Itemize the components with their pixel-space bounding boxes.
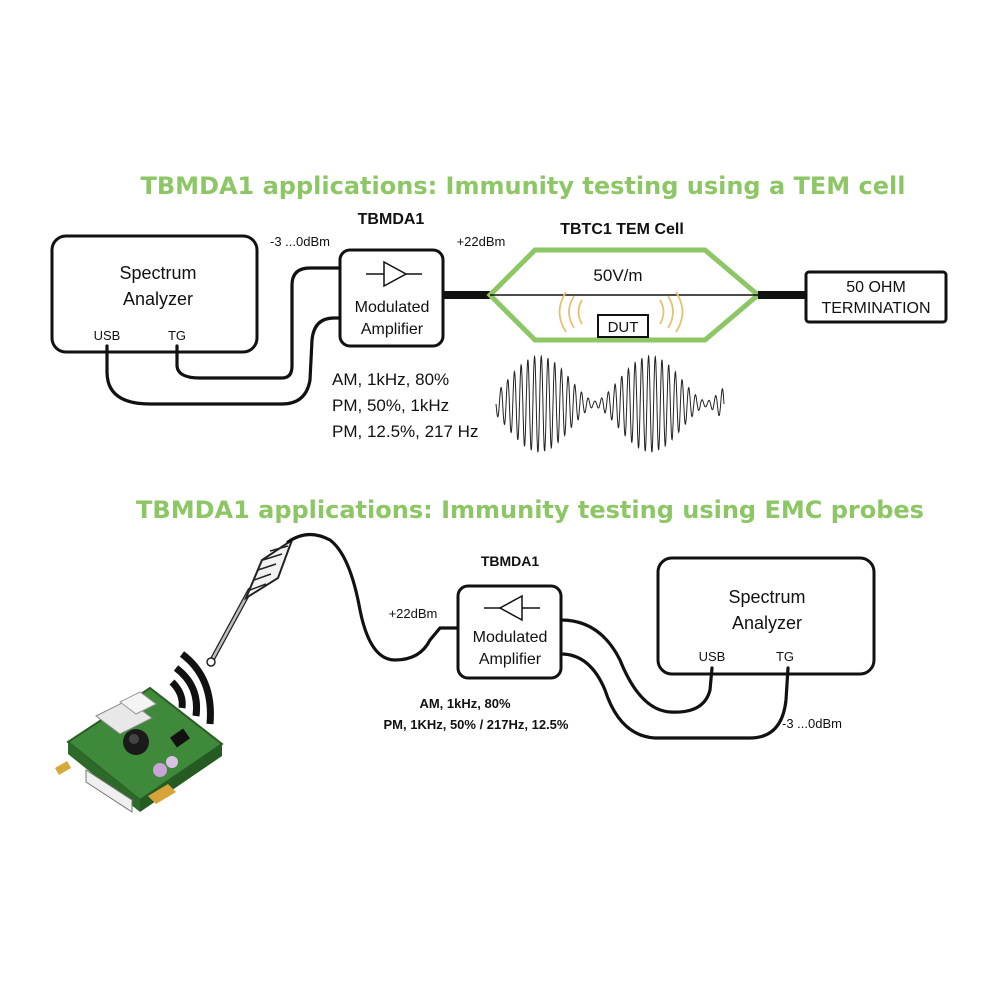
cable-amp2-to-tg xyxy=(559,652,790,740)
pcb-board-image xyxy=(54,686,224,813)
spectrum-analyzer-2: Spectrum Analyzer USB TG xyxy=(656,556,876,676)
amplifier-symbol-icon xyxy=(366,260,422,288)
cable-amp2-to-usb xyxy=(559,618,714,714)
radiation-arcs-icon xyxy=(169,651,214,725)
sa2-label-1: Spectrum xyxy=(728,587,805,607)
sa2-tg-port: TG xyxy=(776,649,794,664)
section1-modulation-3: PM, 12.5%, 217 Hz xyxy=(332,422,478,441)
sa2-label-2: Analyzer xyxy=(732,613,802,633)
radiation-waves-icon xyxy=(558,291,684,333)
amp2-label-2: Amplifier xyxy=(479,651,542,668)
field-strength-label: 50V/m xyxy=(593,266,642,285)
sa2-usb-port: USB xyxy=(699,649,726,664)
sa1-label-1: Spectrum xyxy=(119,263,196,283)
modulated-amplifier-2: Modulated Amplifier xyxy=(456,584,563,680)
modulated-waveform xyxy=(495,354,725,453)
section2-title: TBMDA1 applications: Immunity testing us… xyxy=(136,496,924,524)
section1-modulation-2: PM, 50%, 1kHz xyxy=(332,396,449,415)
termination-box: 50 OHM TERMINATION xyxy=(804,270,948,324)
termination-label-2: TERMINATION xyxy=(821,300,930,317)
section2-level-in: -3 ...0dBm xyxy=(782,716,842,731)
amplifier-symbol-icon-2 xyxy=(484,594,540,622)
modulated-amplifier-1: Modulated Amplifier xyxy=(338,248,445,348)
amp1-label-2: Amplifier xyxy=(361,321,424,338)
emc-probe-icon xyxy=(206,537,294,667)
amp2-title: TBMDA1 xyxy=(481,553,540,569)
spectrum-analyzer-1: Spectrum Analyzer USB TG xyxy=(50,234,259,354)
termination-label-1: 50 OHM xyxy=(846,279,906,296)
sa1-label-2: Analyzer xyxy=(123,289,193,309)
section1-level-in: -3 ...0dBm xyxy=(270,234,330,249)
amp1-title: TBMDA1 xyxy=(358,211,425,228)
cable-usb-to-amp1 xyxy=(105,316,342,406)
cable-tg-to-amp1 xyxy=(175,266,342,380)
tem-cell-title: TBTC1 TEM Cell xyxy=(560,221,684,238)
section2-modulation-2: PM, 1KHz, 50% / 217Hz, 12.5% xyxy=(384,717,569,732)
tem-cell: 50V/m DUT xyxy=(486,247,762,343)
amp2-label-1: Modulated xyxy=(473,629,548,646)
section2-modulation-1: AM, 1kHz, 80% xyxy=(419,696,510,711)
dut-box xyxy=(597,314,649,338)
sa1-usb-port: USB xyxy=(94,328,121,343)
section1-modulation-1: AM, 1kHz, 80% xyxy=(332,370,449,389)
section2-level-out: +22dBm xyxy=(389,606,438,621)
dut-label: DUT xyxy=(608,319,639,336)
section1-level-out: +22dBm xyxy=(457,234,506,249)
cable-probe-to-amp2 xyxy=(286,532,460,662)
section1-title: TBMDA1 applications: Immunity testing us… xyxy=(141,172,906,200)
amp1-label-1: Modulated xyxy=(355,299,430,316)
sa1-tg-port: TG xyxy=(168,328,186,343)
